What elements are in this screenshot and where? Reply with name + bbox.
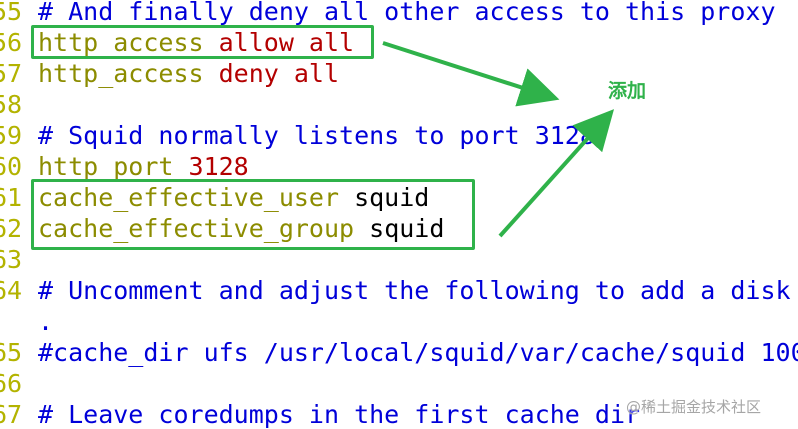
line-number: 65 (0, 338, 23, 367)
code-token: squid (369, 214, 445, 243)
code-line: 61 cache_effective_user squid (0, 182, 798, 213)
line-code: # Uncomment and adjust the following to … (38, 275, 791, 306)
code-token: . (38, 307, 54, 336)
line-number: 56 (0, 28, 23, 57)
line-number: 66 (0, 369, 23, 398)
code-token: deny all (218, 59, 340, 88)
line-code: cache_effective_group squid (38, 213, 444, 244)
code-token: http_port (38, 152, 189, 181)
line-code: #cache_dir ufs /usr/local/squid/var/cach… (38, 337, 798, 368)
line-code: http_port 3128 (38, 151, 249, 182)
line-code: http_access deny all (38, 58, 339, 89)
code-token: 3128 (188, 152, 249, 181)
code-token: # And finally deny all other access to t… (38, 0, 776, 26)
line-number: 55 (0, 0, 23, 26)
line-code: . (38, 306, 53, 337)
line-number: 61 (0, 183, 23, 212)
annotation-label: 添加 (608, 80, 647, 102)
line-number: 57 (0, 59, 23, 88)
code-line: 64 # Uncomment and adjust the following t… (0, 275, 798, 306)
line-number: 63 (0, 245, 23, 274)
line-code: # And finally deny all other access to t… (38, 0, 776, 27)
line-number: 67 (0, 400, 23, 429)
code-token: # Uncomment and adjust the following to … (38, 276, 791, 305)
line-number: 62 (0, 214, 23, 243)
code-token: http_access (38, 59, 219, 88)
line-code: cache_effective_user squid (38, 182, 429, 213)
code-line: 55 # And finally deny all other access to… (0, 0, 798, 27)
code-line: 65 #cache_dir ufs /usr/local/squid/var/ca… (0, 337, 798, 368)
line-number: 60 (0, 152, 23, 181)
line-number: 59 (0, 121, 23, 150)
code-line: 63 (0, 244, 798, 275)
line-number: 64 (0, 276, 23, 305)
code-line: 56 http_access allow all (0, 27, 798, 58)
highlight-box-http-access (31, 25, 374, 59)
code-token: cache_effective_user (38, 183, 355, 212)
arrow-to-label-top (382, 41, 560, 107)
watermark: @稀土掘金技术社区 (626, 398, 762, 416)
line-number: 58 (0, 90, 23, 119)
highlight-box-cache-effective (31, 179, 475, 250)
line-code: http_access allow all (38, 27, 354, 58)
code-line: 57 http_access deny all (0, 58, 798, 89)
code-token: # Leave coredumps in the first cache dir (38, 400, 641, 429)
code-token: #cache_dir ufs /usr/local/squid/var/cach… (38, 338, 798, 367)
code-line: 58 (0, 89, 798, 120)
code-token: http_access (38, 28, 219, 57)
arrow-to-label-bottom (498, 109, 615, 238)
code-token: squid (354, 183, 430, 212)
code-line: 67 # Leave coredumps in the first cache d… (0, 399, 798, 429)
code-line: . (0, 306, 798, 337)
code-line: 66 (0, 368, 798, 399)
code-token: cache_effective_group (38, 214, 370, 243)
line-code: # Leave coredumps in the first cache dir (38, 399, 640, 429)
code-token: allow all (218, 28, 355, 57)
code-line: 60 http_port 3128 (0, 151, 798, 182)
code-line: 62 cache_effective_group squid (0, 213, 798, 244)
